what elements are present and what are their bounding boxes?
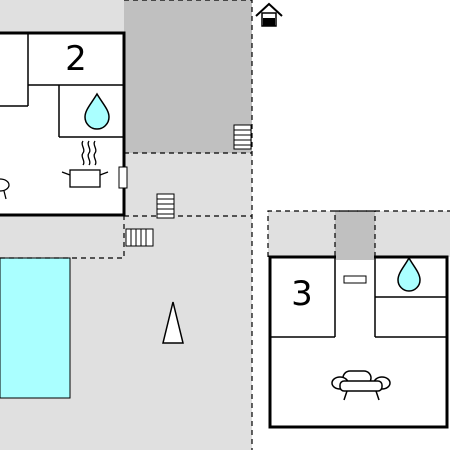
boundary-main <box>124 0 253 450</box>
covered-area-top <box>124 0 252 153</box>
pot-handle <box>61 171 71 176</box>
house-icon <box>255 2 283 27</box>
door <box>343 275 367 284</box>
stairs-icon <box>233 124 252 150</box>
door <box>118 166 128 189</box>
room-label-3: 3 <box>291 274 313 314</box>
passage-opening <box>336 254 374 260</box>
house-roof <box>255 2 283 17</box>
stairs-icon <box>156 193 175 219</box>
water-drop-icon <box>84 92 110 130</box>
armchair-seat <box>0 178 10 192</box>
steam-icon <box>87 140 91 166</box>
swimming-pool <box>0 257 71 399</box>
compass-arrow-icon <box>162 301 184 344</box>
stairs-icon <box>125 228 154 247</box>
armchair-seat <box>339 380 383 392</box>
armchair-leg <box>3 190 7 200</box>
armchair-icon <box>331 370 391 401</box>
armchair-icon <box>0 178 10 200</box>
armchair-leg <box>343 390 348 401</box>
house-door <box>263 18 275 26</box>
room-label-2: 2 <box>65 39 87 79</box>
armchair-leg <box>375 390 380 401</box>
pot-handle <box>99 171 109 176</box>
steam-icon <box>93 140 97 166</box>
water-drop-icon <box>397 256 421 292</box>
pot-body <box>69 169 101 188</box>
steam-icon <box>81 140 85 166</box>
building-2: 2 <box>0 31 128 217</box>
cooking-pot-icon <box>61 140 109 188</box>
boundary-right-terrace <box>267 210 450 257</box>
